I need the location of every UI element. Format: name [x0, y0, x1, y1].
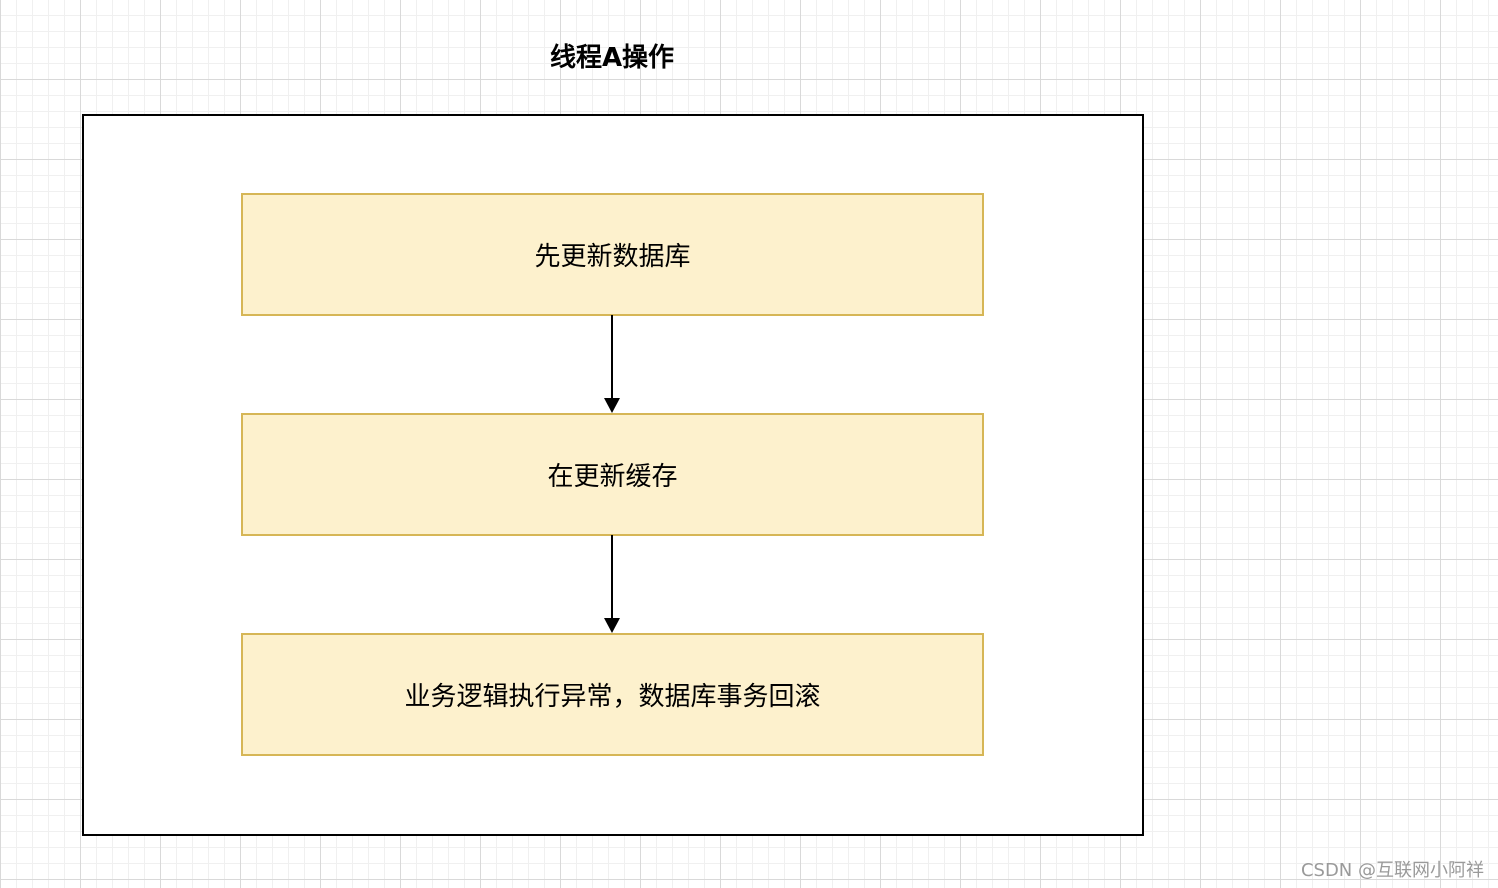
- step-label: 先更新数据库: [534, 242, 691, 272]
- step-update-database: 先更新数据库: [241, 193, 984, 316]
- step-update-cache: 在更新缓存: [241, 413, 984, 536]
- step-label: 业务逻辑执行异常，数据库事务回滚: [404, 682, 821, 712]
- diagram-title: 线程A操作: [549, 43, 675, 73]
- step-label: 在更新缓存: [547, 462, 678, 492]
- step-exception-rollback: 业务逻辑执行异常，数据库事务回滚: [241, 633, 984, 756]
- watermark: CSDN @互联网小阿祥: [1300, 860, 1484, 881]
